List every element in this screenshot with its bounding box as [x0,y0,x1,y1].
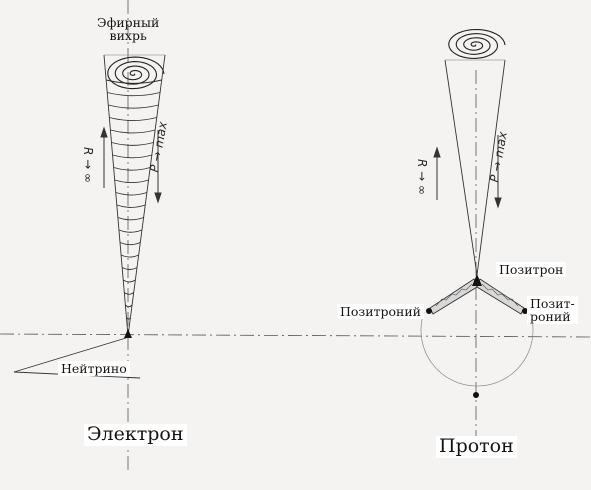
right-positronium-dot [522,308,528,314]
electron-radius-annotation: R → ∞ [81,146,96,184]
left-wing-zigzag [435,283,473,307]
positronium-left-label: Позитроний [337,304,425,320]
cone-ring [126,317,131,320]
cone-right-edge [127,54,166,337]
electron-apex-marker [124,329,132,338]
cone-ring [115,192,148,196]
electron-label: Электрон [84,424,187,446]
proton-cone-right-edge [476,59,506,276]
positronium-right-label: Позит- роний [527,296,578,325]
proton-orbit-circle [420,311,534,387]
electron-annotation-arrows [100,126,162,204]
positronium-right-label-line2: роний [530,309,571,325]
cone-ring [110,129,156,134]
radius-arrow-head [100,126,108,138]
electron-vortex-spiral [107,56,165,90]
cone-ring [120,254,139,258]
cone-ring [122,279,136,283]
left-positronium-wing [429,278,478,315]
ether-vortex-label: Эфирный вихрь [97,16,159,42]
cone-ring [121,267,138,270]
cone-ring [114,179,149,184]
proton-annotation-arrows [433,135,502,209]
cone-ring [108,104,159,109]
axes [0,0,591,470]
neutrino-label: Нейтрино [58,361,130,377]
cone-left-edge [103,54,129,337]
cone-ring [112,154,152,159]
proton-cone-left-edge [444,59,478,276]
cone-rings [106,79,162,320]
wing-hatching [435,283,519,307]
ether-vortex-label-line2: вихрь [109,28,147,44]
cone-ring [124,292,135,295]
left-positronium-dot [426,308,432,314]
cone-ring [109,117,157,122]
ether-vortex-label-line1: Эфирный [97,15,160,30]
cone-ring [116,204,146,208]
proton-pressure-arrow-head [494,197,502,209]
cone-ring [125,304,133,308]
proton-vortex-spiral [448,28,506,59]
cone-ring [117,217,144,221]
proton-label: Протон [436,436,517,458]
pressure-arrow-head [154,192,162,204]
proton-radius-annotation: R → ∞ [415,158,430,196]
electron-cone [103,54,166,337]
cone-ring [107,92,161,97]
proton-cone [444,28,506,276]
cone-ring [119,242,141,246]
proton-radius-arrow-head [433,146,441,158]
positron-label: Позитрон [496,262,567,278]
proton-bottom-dot [473,392,479,398]
horizontal-axis [0,333,591,338]
right-positronium-wing [476,278,525,315]
cone-ring [111,142,154,146]
positronium-right-label-line1: Позит- [530,296,575,311]
cone-ring [118,229,143,233]
right-wing-zigzag [481,283,519,307]
positron-apex-marker [472,274,482,286]
neutrino-wedge-upper [13,337,127,373]
cone-ring [113,167,151,171]
